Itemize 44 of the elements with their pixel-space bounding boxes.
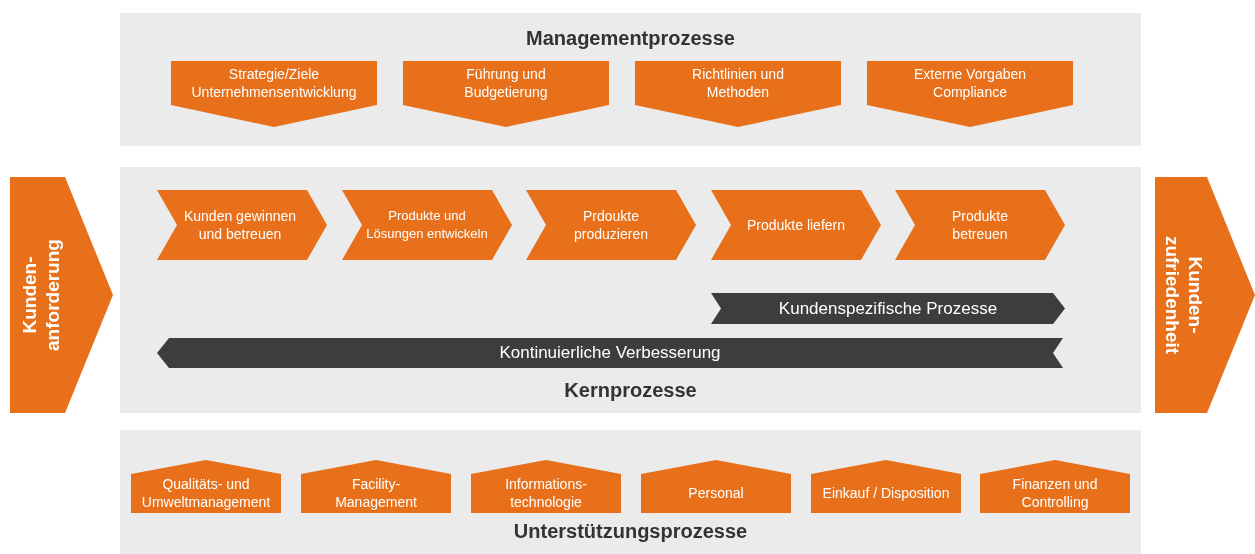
process-label: Qualitäts- und Umweltmanagement [141,474,271,511]
core-process-step [711,190,881,260]
process-label: Personal [687,483,745,502]
process-label: Informations- technologie [504,474,588,511]
band-title: Unterstützungsprozesse [513,520,748,543]
process-label: Facility- Management [334,474,418,511]
process-label: Produkte betreuen [950,207,1009,243]
core-process-step [157,190,327,260]
support-process-shape [811,460,961,513]
process-label: Produkte und Lösungen entwickeln [365,207,489,243]
process-label: Prdoukte produzieren [573,207,649,243]
management-process-shape [403,61,609,127]
support-process-shape [980,460,1130,513]
process-label: Kunden gewinnen und betreuen [182,207,298,243]
process-label: Kundenspezifische Prozesse [777,299,999,318]
core-process-step [526,190,696,260]
band-title: Kernprozesse [564,379,697,402]
arrow-label: Kunden- anforderung [17,238,64,353]
arrow-shape [10,177,113,413]
process-label: Kontinuierliche Verbesserung [498,344,722,362]
process-label: Führung und Budgetierung [463,65,549,101]
management-process-shape [171,61,377,127]
process-arrow-bar [711,293,1065,324]
process-label: Finanzen und Controlling [1011,474,1099,511]
arrow-label: Kunden- zufriedenheit [1161,234,1207,357]
process-band [120,167,1141,413]
core-process-step [895,190,1065,260]
arrow-shape [1155,177,1255,413]
support-process-shape [131,460,281,513]
process-label: Einkauf / Disposition [821,483,951,502]
support-process-shape [641,460,791,513]
management-process-shape [867,61,1073,127]
core-process-step [342,190,512,260]
process-band [120,13,1141,146]
process-label: Strategie/Ziele Unternehmensentwicklung [190,65,358,101]
process-arrow-bar [157,338,1063,368]
band-title: Managementprozesse [526,27,735,50]
process-band [120,430,1141,554]
support-process-shape [471,460,621,513]
management-process-shape [635,61,841,127]
support-process-shape [301,460,451,513]
process-label: Externe Vorgaben Compliance [912,65,1028,101]
process-label: Produkte liefern [745,216,847,234]
process-label: Richtlinien und Methoden [691,65,785,101]
